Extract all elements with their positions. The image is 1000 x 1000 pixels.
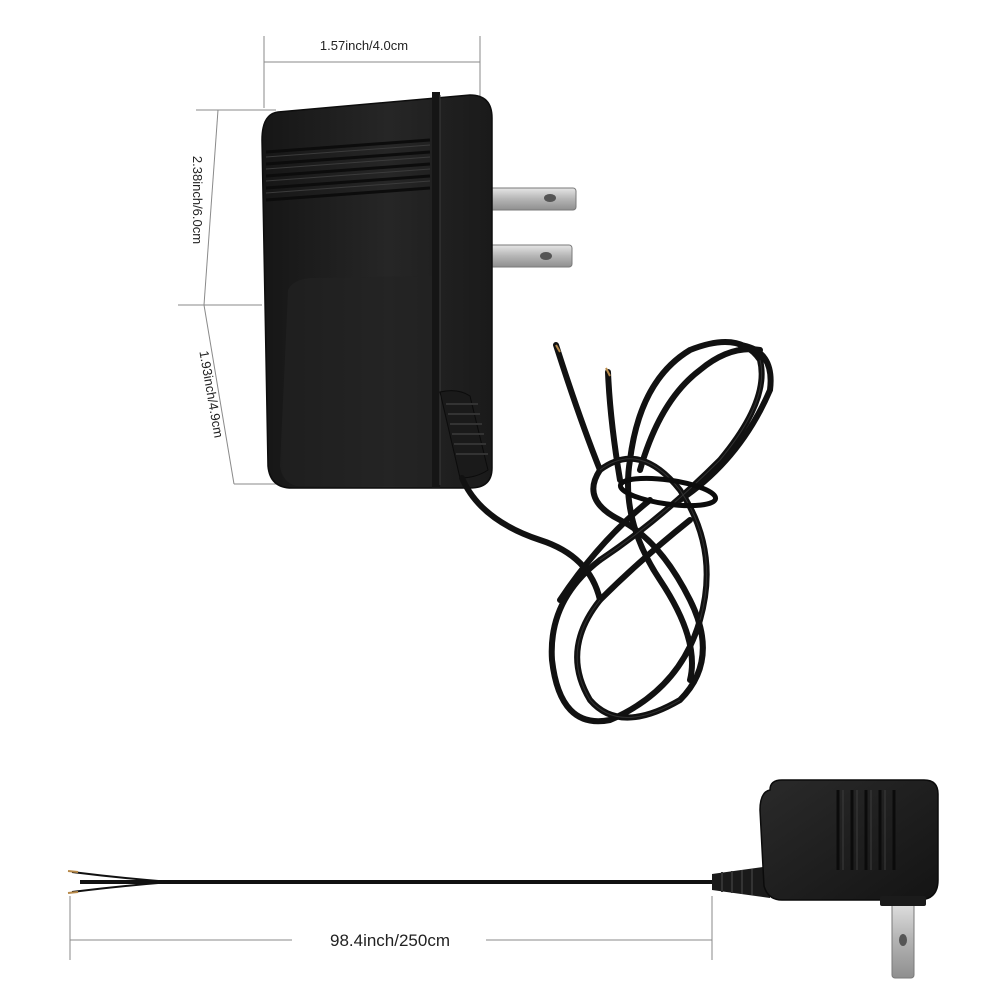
wire-ends <box>555 344 611 377</box>
height-dimension <box>178 109 292 485</box>
side-view-adapter <box>67 779 939 979</box>
vent-ridges <box>265 138 431 202</box>
width-label: 1.57inch/4.0cm <box>320 38 408 53</box>
power-adapter <box>261 92 577 489</box>
coiled-cable <box>459 339 774 725</box>
cable-tie <box>617 475 719 509</box>
cable-length-dimension <box>69 896 713 960</box>
strain-relief <box>439 390 489 479</box>
lower-height-label: 1.93inch/4.9cm <box>196 350 226 439</box>
upper-height-label: 2.38inch/6.0cm <box>190 156 205 244</box>
cable-length-label: 98.4inch/250cm <box>330 931 450 950</box>
width-dimension <box>263 36 481 108</box>
